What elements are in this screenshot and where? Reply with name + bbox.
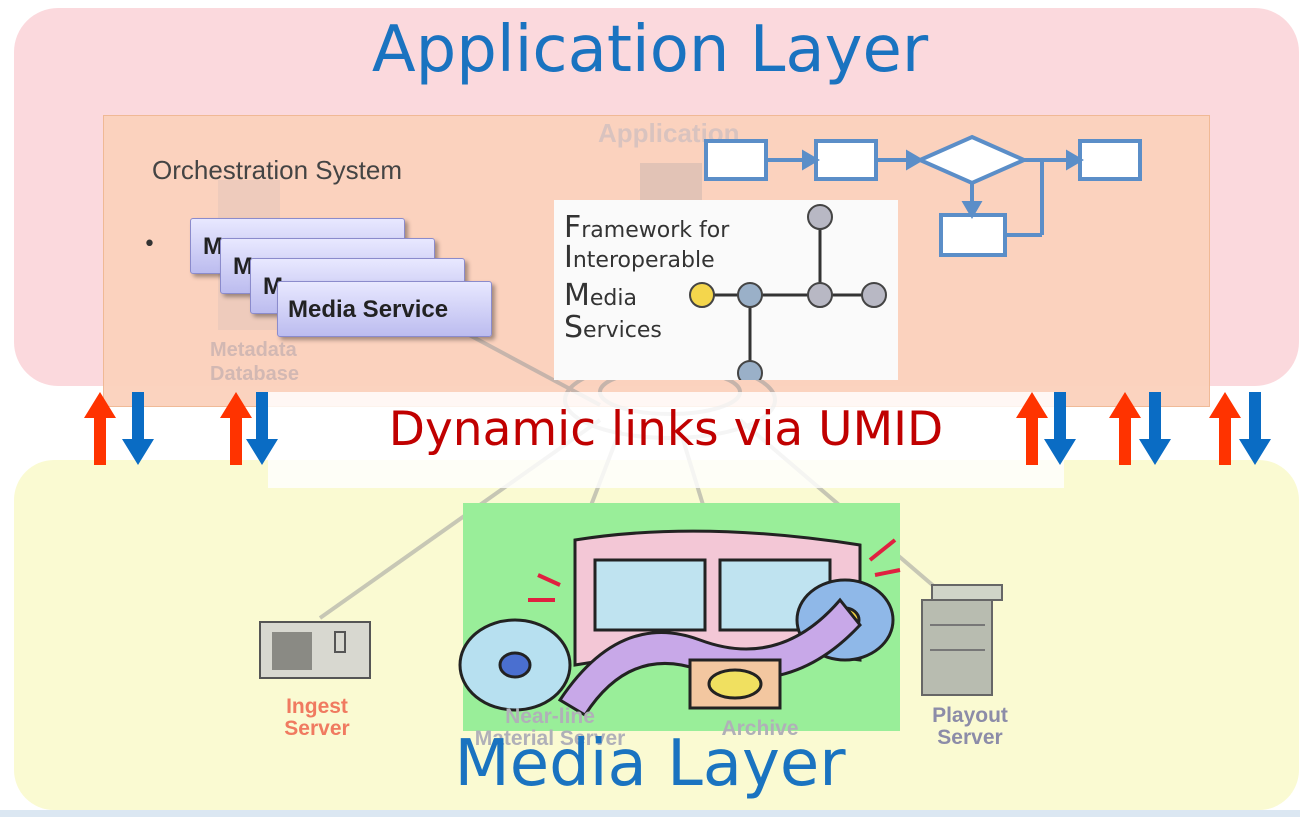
down-arrow <box>122 392 154 465</box>
application-layer-title: Application Layer <box>371 13 929 87</box>
nearline-label-line1: Near-line <box>505 705 595 728</box>
nearline-server-label: Near-line Material Server <box>445 706 655 750</box>
ingest-label-line2: Server <box>284 717 350 740</box>
archive-label: Archive <box>721 717 799 740</box>
down-arrow <box>1139 392 1171 465</box>
up-arrow <box>1209 392 1241 465</box>
ingest-label-line1: Ingest <box>286 695 348 718</box>
fims-line-framework: Framework for <box>564 210 730 245</box>
dynamic-links-band <box>268 392 1064 488</box>
up-arrow <box>1016 392 1048 465</box>
up-arrow <box>1109 392 1141 465</box>
metadata-label-line: Metadata <box>210 339 297 361</box>
down-arrow <box>1044 392 1076 465</box>
bottom-strip <box>0 810 1300 817</box>
media-service-card-front: Media Service <box>277 281 492 337</box>
fims-node-graph-icon <box>689 204 887 380</box>
playout-server-icon <box>921 584 1003 696</box>
playout-server-label: Playout Server <box>915 705 1025 749</box>
bullet: • <box>143 232 156 257</box>
fims-line-services: Services <box>564 310 662 345</box>
fims-line-media: Media <box>564 278 637 313</box>
workflow-step-1 <box>704 139 768 181</box>
metadata-database-ghost-label: Metadata Database <box>210 338 299 386</box>
fims-line-interoperable: Interoperable <box>564 240 715 275</box>
database-label-line: Database <box>210 363 299 385</box>
orchestration-system-label: Orchestration System <box>152 155 402 185</box>
media-layer-title: Media Layer <box>454 727 846 801</box>
down-arrow <box>1239 392 1271 465</box>
playout-label-line2: Server <box>937 726 1003 749</box>
nearline-label-line2: Material Server <box>474 727 626 750</box>
down-arrow <box>246 392 278 465</box>
ingest-server-icon <box>259 621 371 679</box>
ghost-application-computer <box>640 163 702 205</box>
dynamic-links-label: Dynamic links via UMID <box>388 402 944 457</box>
playout-label-line1: Playout <box>932 704 1008 727</box>
fims-logo: Framework for Interoperable Media Servic… <box>554 200 898 380</box>
up-arrow <box>84 392 116 465</box>
ingest-server-label: Ingest Server <box>262 696 372 740</box>
up-arrow <box>220 392 252 465</box>
